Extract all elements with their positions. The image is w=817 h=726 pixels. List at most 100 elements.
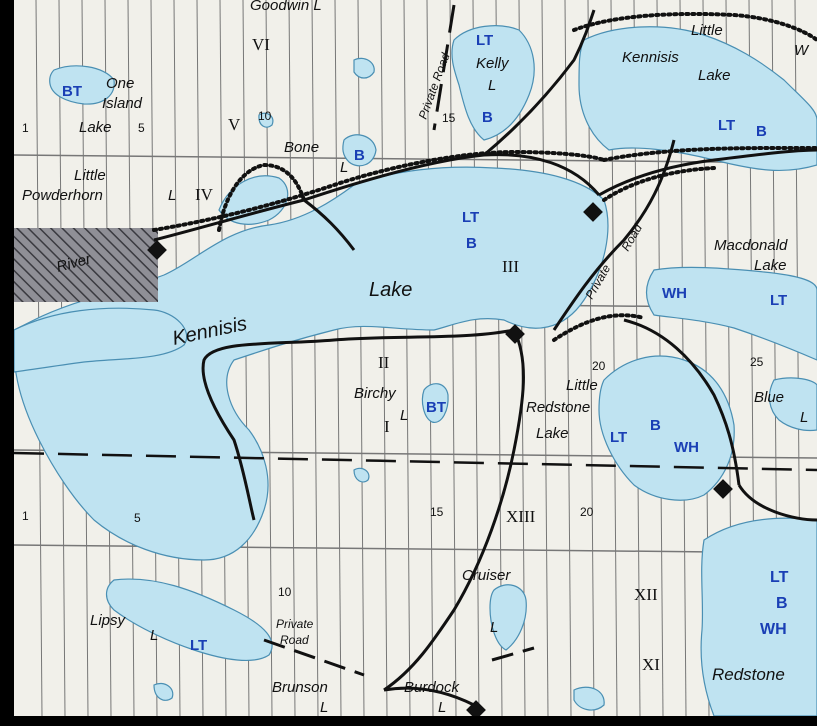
label-cruiser-l: L	[490, 619, 498, 636]
label-little-redstone-3: Lake	[536, 425, 569, 442]
label-brunson: Brunson	[272, 679, 328, 696]
little-kennisis-lake	[578, 26, 817, 172]
fish-lt-kennisis: LT	[462, 209, 479, 226]
birchy-lake	[421, 383, 449, 423]
concession-iii: III	[502, 257, 519, 276]
label-little-kennisis-3: Lake	[698, 67, 731, 84]
fish-b-bone: B	[354, 147, 365, 164]
grid-line-vertical	[541, 0, 549, 716]
small-pond-3	[353, 467, 370, 483]
lot-number-20-mid: 20	[592, 359, 606, 373]
fish-wh-macdonald: WH	[662, 285, 687, 302]
concession-ii: II	[378, 353, 390, 372]
water-bodies	[14, 25, 817, 716]
marker-diamond-1	[147, 240, 167, 260]
lot-number-5-bot: 5	[134, 511, 141, 525]
concession-vi: VI	[252, 35, 270, 54]
fish-wh-little-redstone: WH	[674, 439, 699, 456]
label-little-powderhorn-3: L	[168, 187, 176, 204]
label-bone-l: L	[340, 159, 348, 176]
label-redstone: Redstone	[712, 665, 785, 684]
fish-b-kelly: B	[482, 109, 493, 126]
macdonald-lake	[645, 266, 817, 361]
boundary-powderhorn	[217, 162, 306, 232]
label-little-kennisis-2: Kennisis	[622, 49, 679, 66]
boundary-east	[602, 146, 817, 162]
lot-number-10-top: 10	[258, 109, 272, 123]
cruiser-lake	[489, 584, 527, 651]
boundary-little-kennisis	[572, 11, 817, 42]
concession-iv: IV	[195, 185, 214, 204]
fish-bt-one-island: BT	[62, 83, 82, 100]
small-pond-4	[153, 682, 174, 701]
label-blue-l: L	[800, 409, 808, 426]
blue-lake	[768, 377, 817, 432]
road-private-dash-1	[263, 638, 365, 677]
concession-xii: XII	[634, 585, 658, 604]
kennisis-lake	[14, 166, 609, 561]
small-pond-5	[573, 686, 605, 711]
label-blue: Blue	[754, 389, 784, 406]
grid-line-horizontal	[14, 154, 817, 164]
concession-xiii: XIII	[506, 507, 536, 526]
grid-line-vertical	[380, 0, 388, 716]
label-little-redstone-2: Redstone	[526, 399, 590, 416]
boundary-private-road	[602, 166, 716, 202]
lot-number-1-top: 1	[22, 121, 29, 135]
road-north-stub	[303, 198, 356, 251]
redstone-lake	[700, 517, 817, 716]
kelly-lake	[451, 25, 535, 141]
label-one-island-2: Island	[102, 95, 143, 112]
concession-numerals: VI V IV III II I XIII XII XI	[195, 35, 660, 674]
marker-diamond-4	[713, 479, 733, 499]
small-pond-2	[258, 112, 274, 128]
grid-line-vertical	[403, 0, 411, 716]
label-little-kennisis-1: Little	[691, 22, 723, 39]
bone-lake	[342, 134, 377, 167]
fish-b-little-kennisis: B	[756, 123, 767, 140]
road-west-loop	[201, 328, 515, 521]
concession-i: I	[384, 417, 390, 436]
concession-v: V	[228, 115, 241, 134]
lot-numbers: 1 5 10 15 20 25 1 5 15 20 10	[22, 109, 764, 599]
label-lipsy: Lipsy	[90, 612, 127, 629]
label-private-road-2a: Private	[276, 617, 314, 631]
lot-number-5-top: 5	[138, 121, 145, 135]
label-one-island-3: Lake	[79, 119, 112, 136]
one-island-lake	[49, 65, 115, 105]
fish-lt-kelly: LT	[476, 32, 493, 49]
grid-line-vertical	[288, 0, 296, 716]
main-road-east	[598, 148, 817, 197]
fish-lt-macdonald: LT	[770, 292, 787, 309]
label-little-redstone-1: Little	[566, 377, 598, 394]
grid-line-vertical	[242, 0, 250, 716]
lot-number-15-bot: 15	[430, 505, 444, 519]
grid-line-vertical	[449, 0, 457, 716]
road-south-branch	[383, 329, 525, 692]
fish-bt-birchy: BT	[426, 399, 446, 416]
label-private-road-2b: Road	[280, 633, 309, 647]
lipsy-lake	[105, 578, 273, 661]
map-canvas: Goodwin L Private Road Kelly L Little Ke…	[14, 0, 817, 716]
kennisis-west-arm	[14, 307, 188, 373]
road-north-dash	[432, 4, 456, 131]
road-little-redstone	[623, 318, 741, 486]
lot-number-1-bot: 1	[22, 509, 29, 523]
label-w: W	[794, 42, 810, 59]
label-birchy: Birchy	[354, 385, 397, 402]
lot-number-10-bot: 10	[278, 585, 292, 599]
road-southeast	[737, 484, 817, 522]
fish-codes: BT LT B LT B B LT B WH LT BT LT B WH LT …	[62, 32, 789, 654]
river-hatched-area	[14, 228, 158, 302]
grid-line-vertical	[426, 0, 434, 716]
grid-line-vertical	[564, 0, 572, 716]
label-macdonald-2: Lake	[754, 257, 787, 274]
boundary-south	[552, 313, 646, 342]
roads	[153, 4, 817, 707]
label-brunson-l: L	[320, 699, 328, 716]
fish-lt-lipsy: LT	[190, 637, 207, 654]
label-macdonald-1: Macdonald	[714, 237, 788, 254]
lot-number-20-bot: 20	[580, 505, 594, 519]
grid-line-vertical	[311, 0, 319, 716]
